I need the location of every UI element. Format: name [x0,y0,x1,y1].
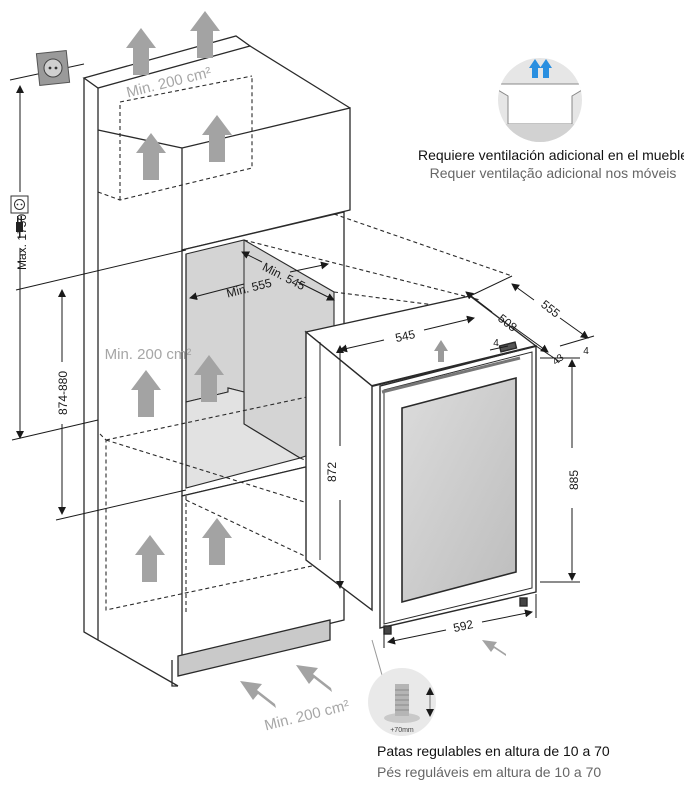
appliance-height-front-label: 885 [567,470,581,490]
up-arrow-5 [131,370,161,417]
top-vent-arrow [434,340,448,362]
niche-dimensions [189,251,335,301]
feet-note-pt: Pés reguláveis em altura de 10 a 70 [377,764,601,780]
airflow-arrows [126,11,506,708]
plug-icon [16,216,23,238]
gap-label-4a: 4 [493,338,499,349]
up-arrow-4 [202,115,232,162]
ventilation-note-pt: Requer ventilação adicional nos móveis [430,165,677,181]
ventilation-callout [498,58,582,142]
blue-up-arrows-icon [529,59,552,78]
up-arrow-8 [202,518,232,565]
door-glass [401,376,517,604]
appliance-depth-total-label: 555 [538,297,563,321]
diag-arrow-front [482,640,506,656]
feet-badge: +70mm [390,727,414,734]
appliance-dimensions [336,275,595,648]
niche-interior [185,239,335,489]
appliance-door-width-label: 592 [452,617,475,635]
diag-arrow-1 [240,681,276,708]
height-dimensions [9,63,187,521]
feet-callout [368,639,436,736]
vent-label-middle: Min. 200 cm² [105,346,192,363]
niche-height-label: 874-880 [56,371,70,415]
ventilation-note-es: Requiere ventilación adicional en el mue… [418,147,684,163]
appliance-width-label: 545 [394,327,417,345]
gap-label-43: 43 [551,352,567,368]
up-arrow-3 [136,133,166,180]
vent-label-bottom: Min. 200 cm² [263,697,351,734]
gap-label-4b: 4 [583,346,589,357]
wall-socket-icon [35,49,71,87]
up-arrow-7 [135,535,165,582]
up-arrow-2 [190,11,220,58]
vent-channel-lines [97,75,513,612]
diag-arrow-2 [296,665,332,692]
up-arrow-6 [194,355,224,402]
power-outlet-icon [10,195,29,214]
appliance-height-body-label: 872 [325,462,339,482]
up-arrow-1 [126,28,156,75]
feet-note-es: Patas regulables en altura de 10 a 70 [377,743,610,759]
